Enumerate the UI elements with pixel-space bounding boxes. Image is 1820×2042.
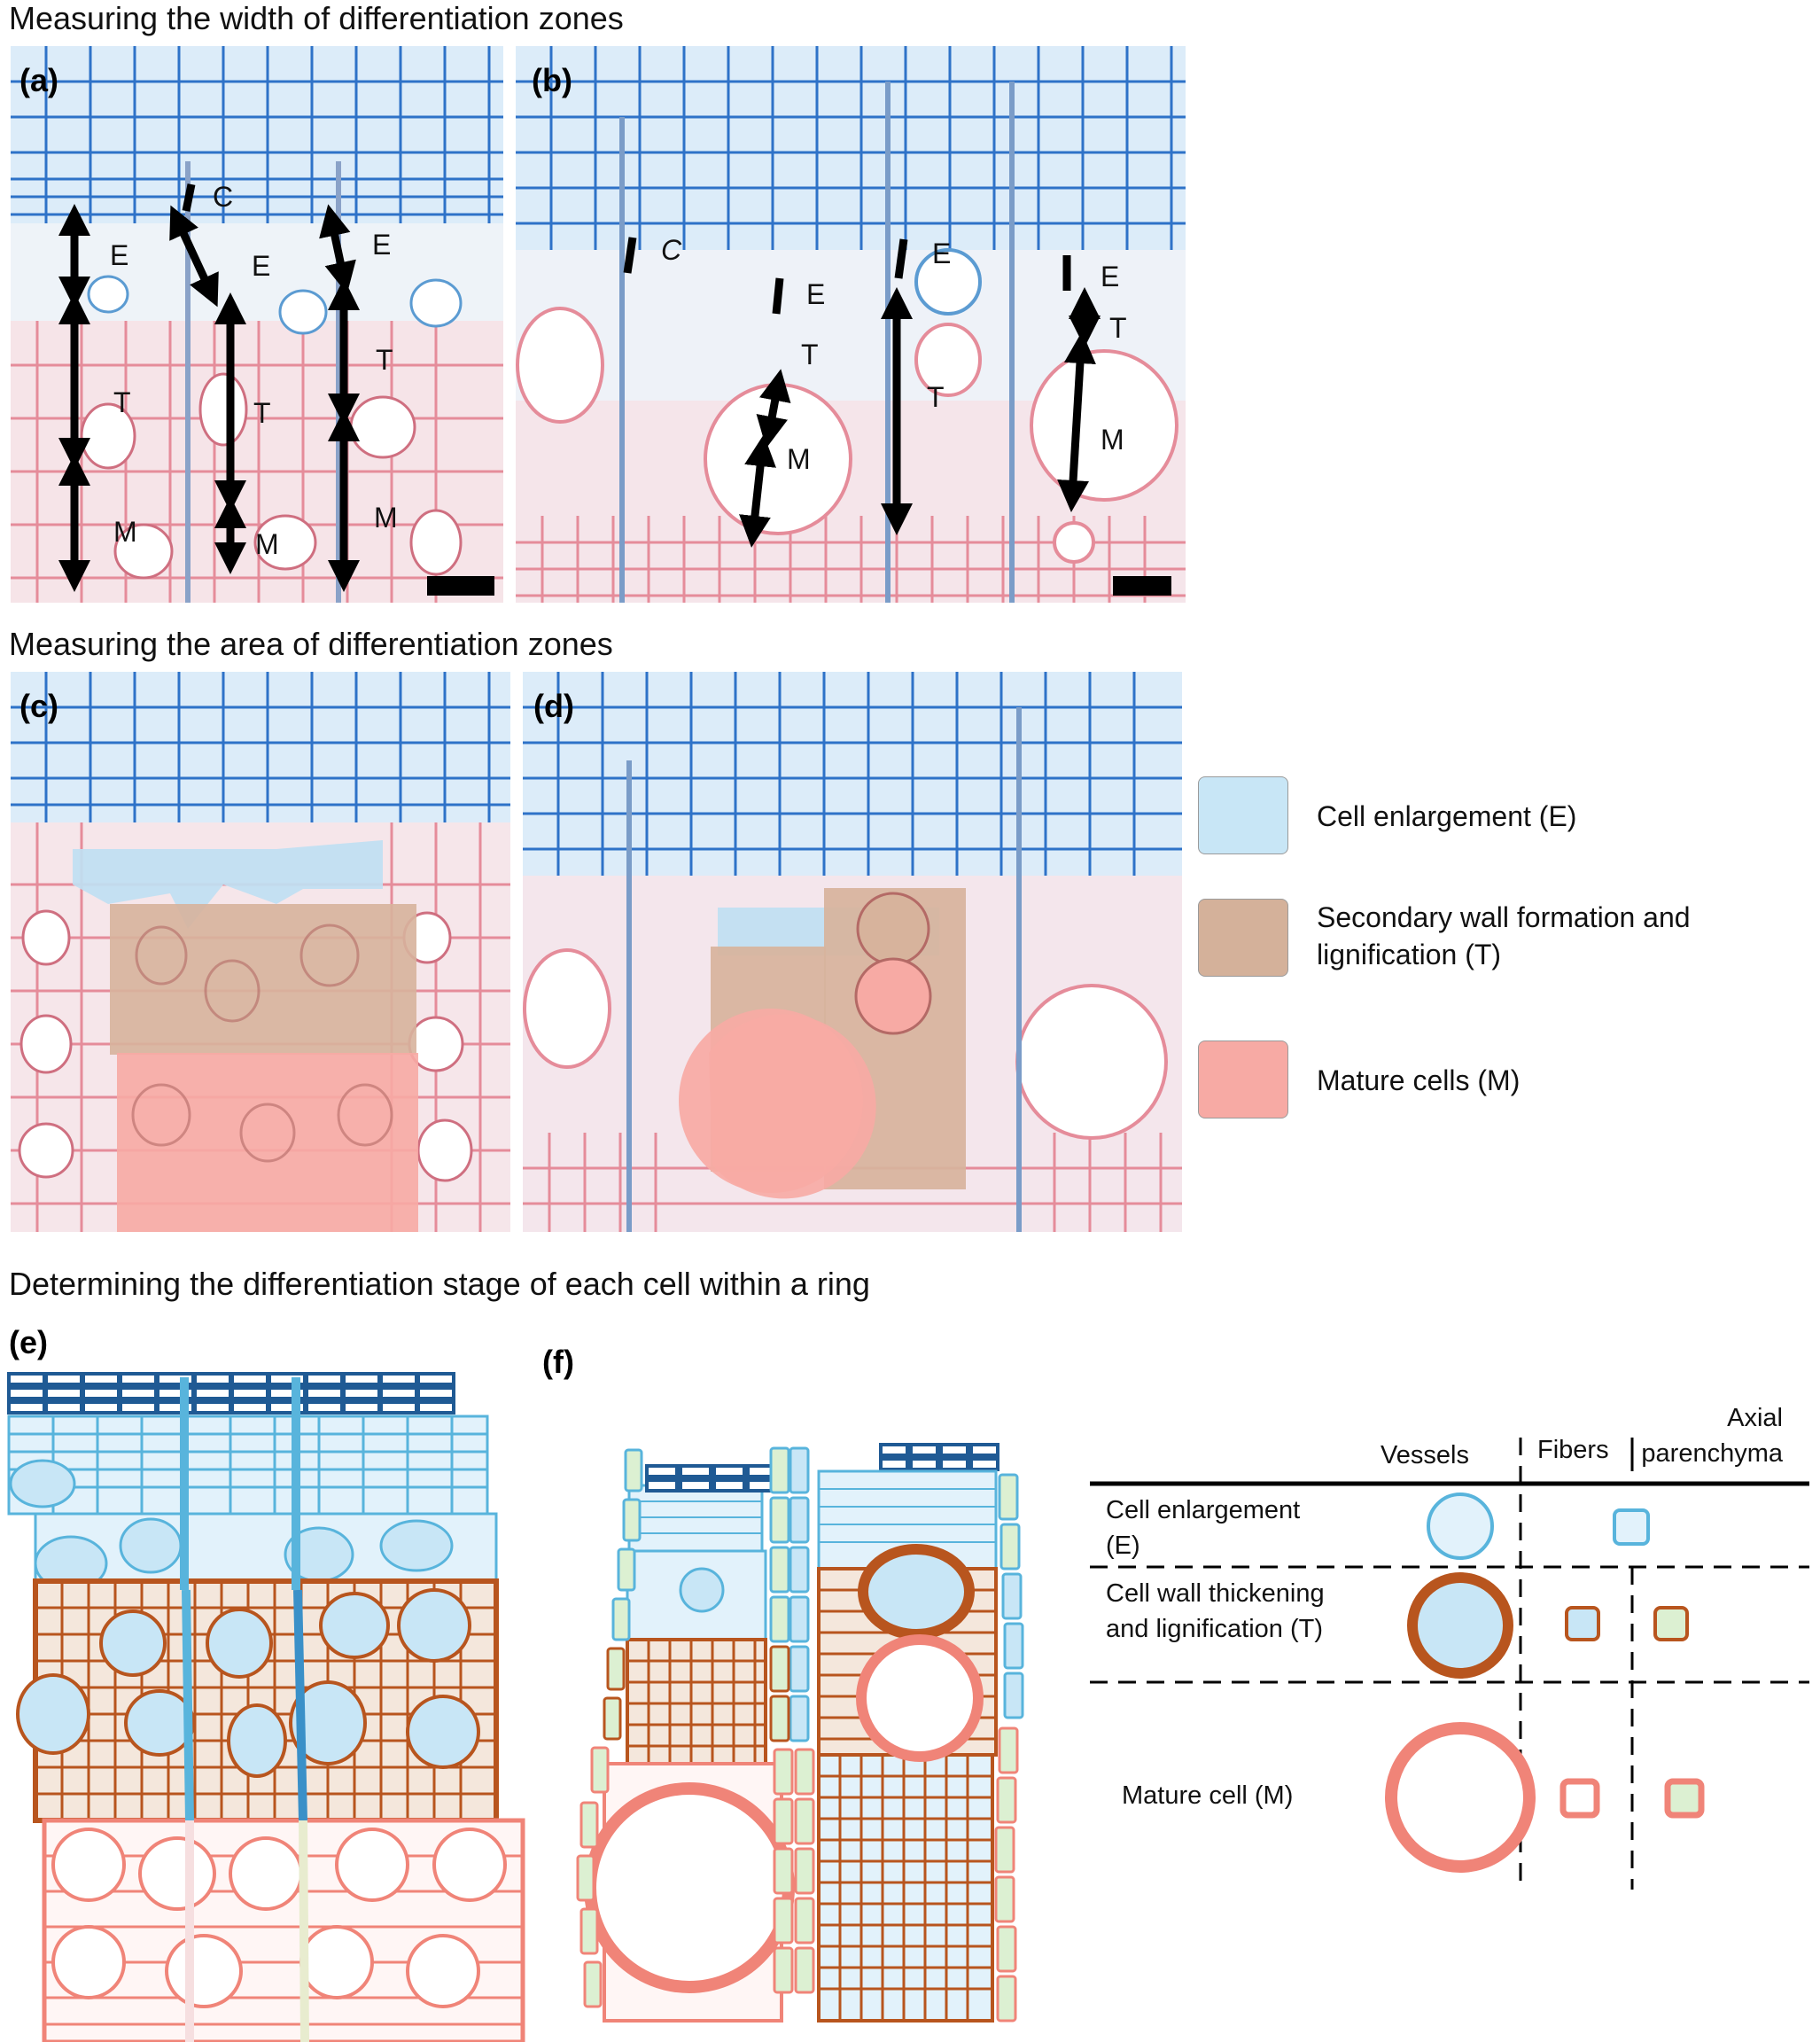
legend-swatch-secondary-wall — [1198, 899, 1288, 977]
row-label-thickening: Cell wall thickening and lignification (… — [1106, 1579, 1325, 1643]
panel-label-b: (b) — [532, 62, 572, 98]
section-title-stage: Determining the differentiation stage of… — [9, 1266, 870, 1302]
panel-c-micrograph: (c) — [11, 672, 510, 1232]
zone-label: E — [372, 229, 392, 261]
panel-d-micrograph: (d) — [523, 672, 1182, 1232]
legend-label-mature: Mature cells (M) — [1317, 1064, 1521, 1096]
panel-label-c: (c) — [19, 688, 58, 724]
cell-type-table: Vessels Fibers Axial parenchyma Cell enl… — [1090, 1400, 1820, 1897]
legend-item-enlargement: Cell enlargement (E) — [1198, 776, 1783, 856]
zone-label: M — [1101, 424, 1124, 456]
col-header-vessels: Vessels — [1381, 1441, 1469, 1469]
col-header-fibers: Fibers — [1537, 1436, 1609, 1464]
zone-label: T — [253, 397, 271, 429]
legend-swatch-enlargement — [1198, 776, 1288, 854]
zone-label: T — [113, 386, 131, 418]
zone-label: C — [213, 181, 234, 213]
section-title-area: Measuring the area of differentiation zo… — [9, 626, 613, 662]
row-label-enlargement: Cell enlargement (E) — [1106, 1496, 1301, 1560]
panel-e-schematic: (e) — [0, 1324, 532, 2042]
legend-label-secondary-wall: Secondary wall formation and lignificati… — [1317, 901, 1691, 970]
zone-label: E — [932, 238, 952, 269]
zone-label: E — [806, 278, 826, 310]
panel-b-micrograph: (b) C E T M E T E T M — [516, 46, 1186, 603]
panel-f-schematic: (f) — [542, 1324, 1092, 2042]
panel-label-a: (a) — [19, 62, 58, 98]
zone-label: M — [374, 502, 398, 534]
legend-item-secondary-wall: Secondary wall formation and lignificati… — [1198, 899, 1783, 978]
zone-label: E — [1101, 261, 1120, 292]
row-label-mature: Mature cell (M) — [1122, 1781, 1294, 1810]
zone-label: T — [376, 344, 393, 376]
panel-label-f: (f) — [542, 1344, 574, 1380]
col-header-axial-parenchyma: Axial parenchyma — [1641, 1404, 1783, 1468]
zone-label: M — [113, 516, 137, 548]
zone-label: C — [661, 234, 682, 266]
zone-label: E — [110, 239, 129, 271]
panel-a-micrograph: (a) C E E E T T T M M M — [11, 46, 503, 603]
zone-label: T — [927, 381, 945, 413]
panel-label-e: (e) — [9, 1324, 48, 1360]
zone-label: T — [1109, 312, 1127, 344]
legend-swatch-mature — [1198, 1040, 1288, 1118]
zone-label: M — [255, 528, 279, 560]
zone-label: T — [801, 339, 819, 370]
legend-label-enlargement: Cell enlargement (E) — [1317, 800, 1577, 832]
zone-label: M — [787, 443, 811, 475]
section-title-width: Measuring the width of differentiation z… — [9, 0, 624, 36]
zone-label: E — [252, 250, 271, 282]
panel-label-d: (d) — [533, 688, 574, 724]
legend-item-mature: Mature cells (M) — [1198, 1040, 1783, 1120]
